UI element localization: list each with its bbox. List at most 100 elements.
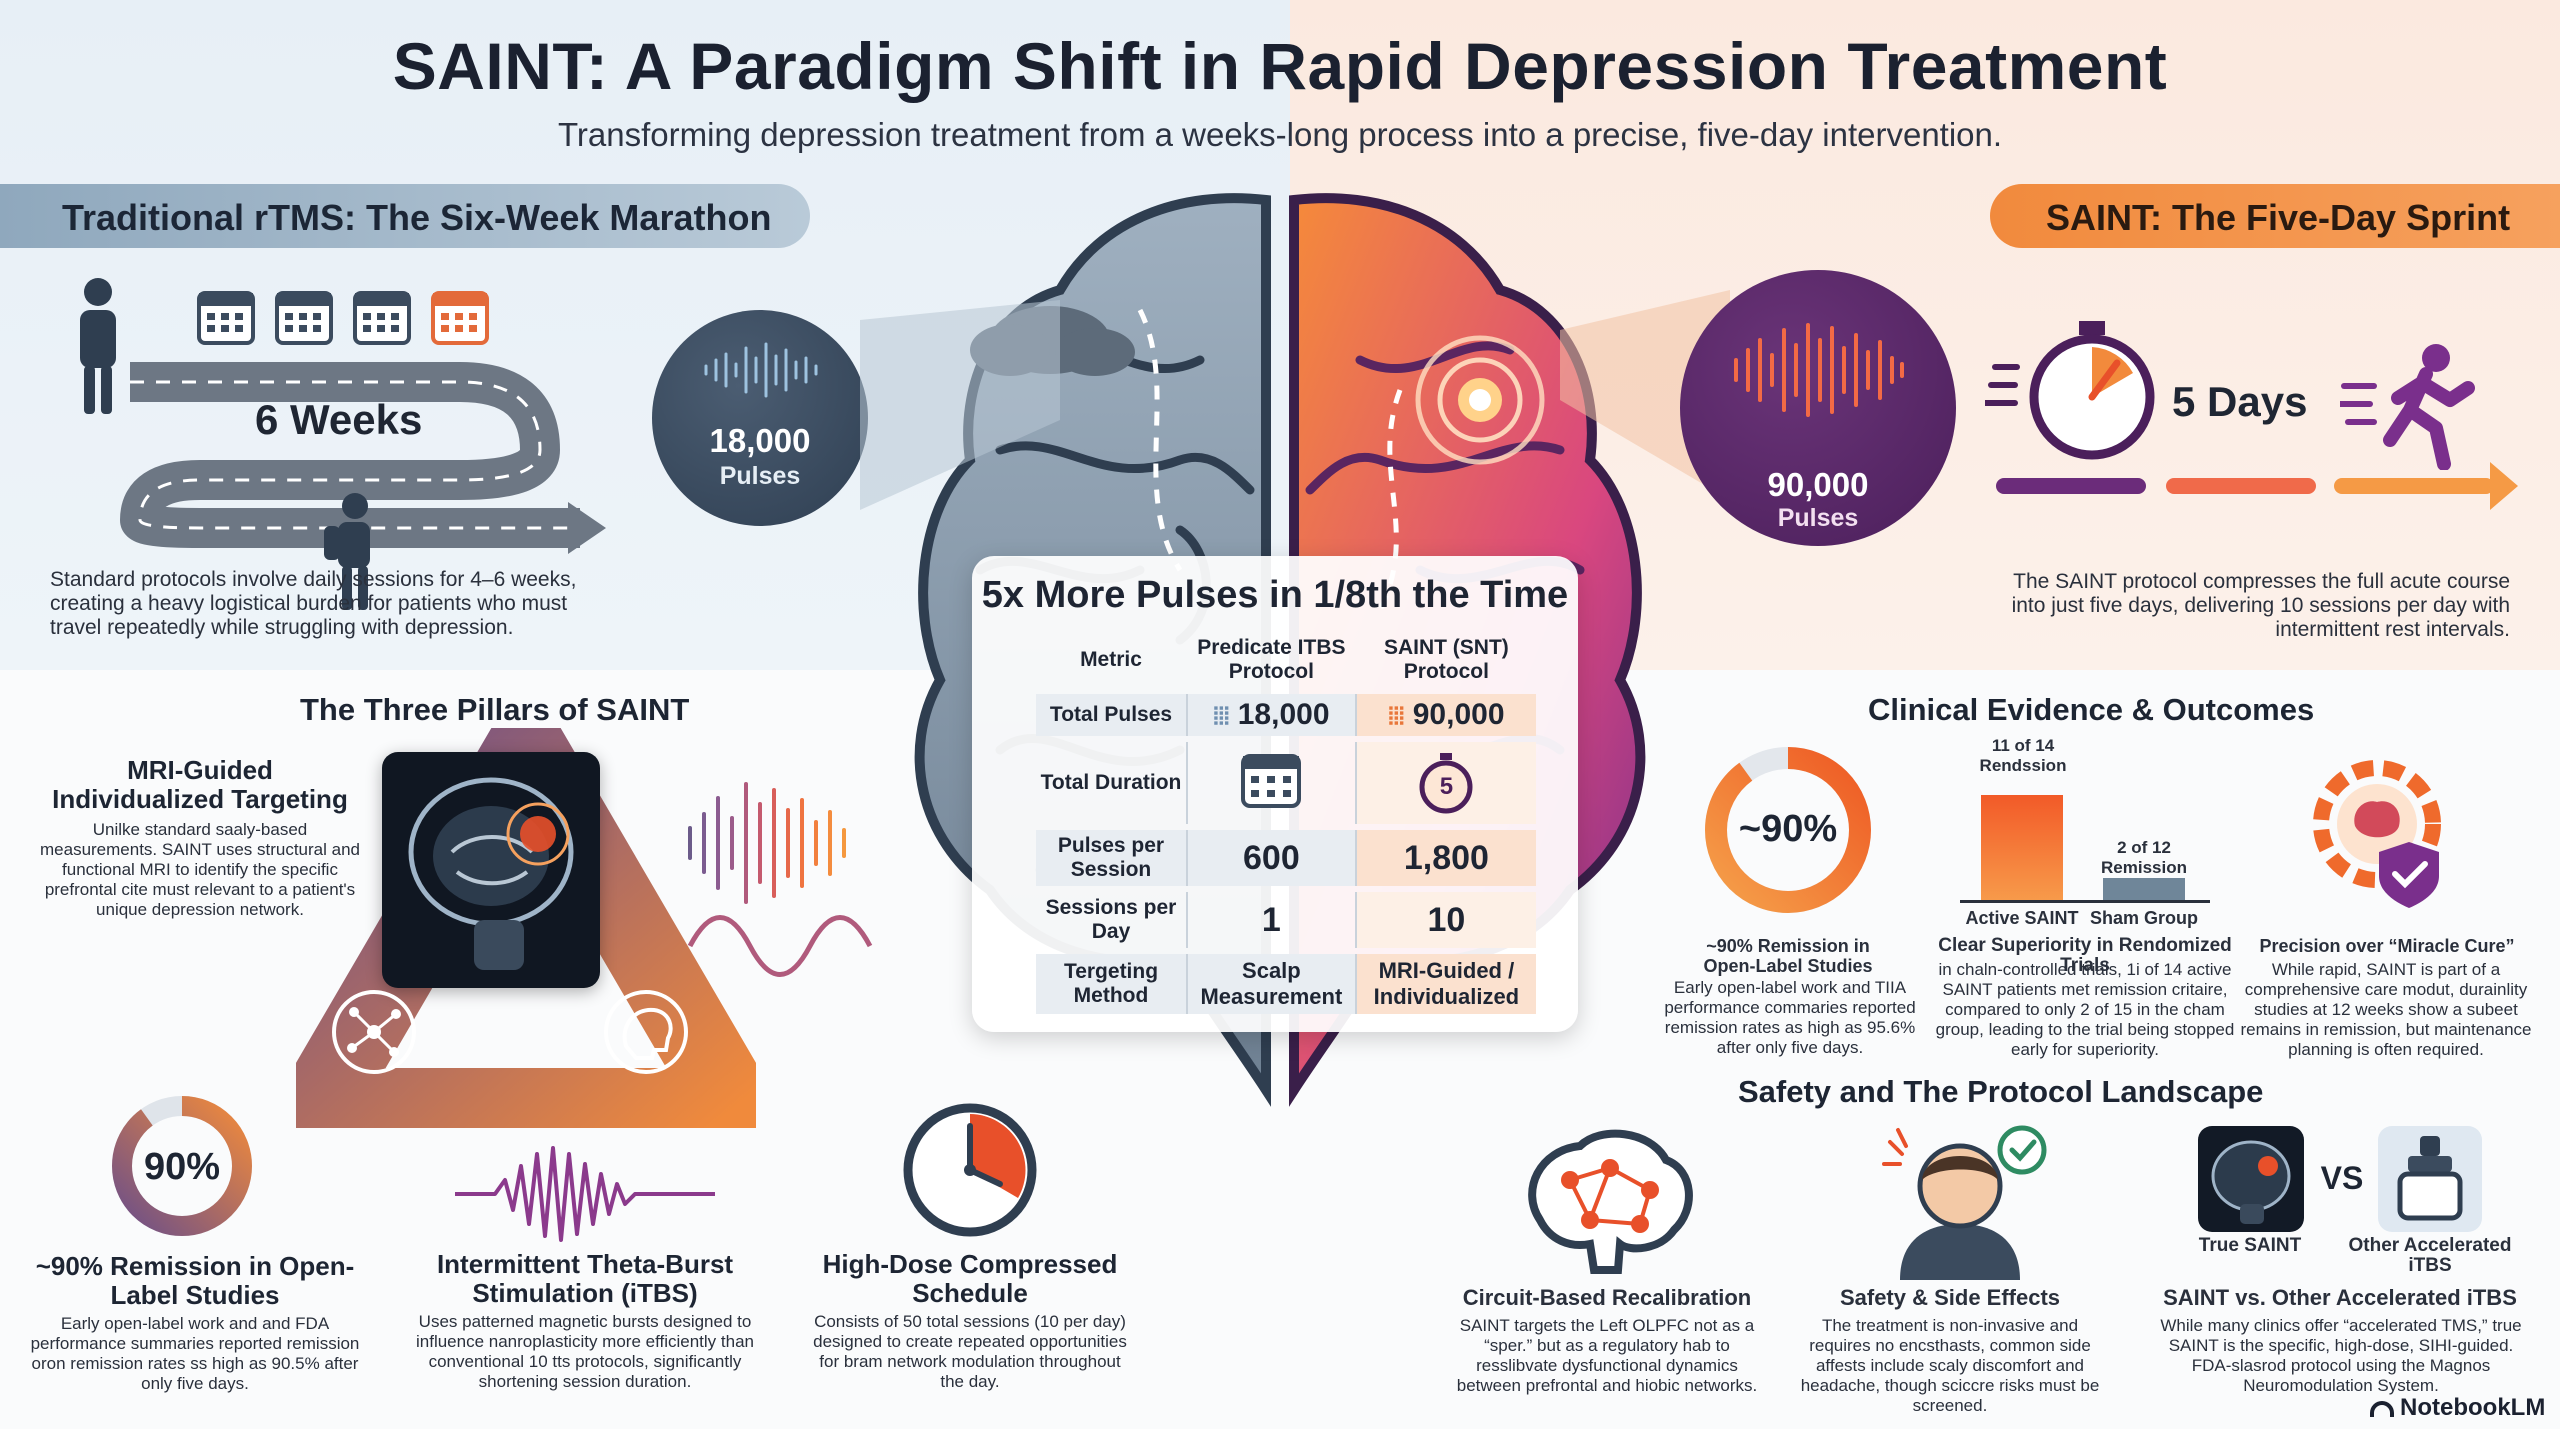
traditional-description: Standard protocols involve daily session… [50, 568, 577, 639]
saint-duration: 5 Days [2172, 378, 2308, 425]
trial-text: in chaln-controlled trials, 1i of 14 act… [1935, 960, 2235, 1059]
saint-pulses-label: Pulses [1777, 504, 1859, 532]
remission-ring-value: 90% [143, 1146, 221, 1188]
trial-sham-label: 2 of 12 Remission [2101, 838, 2187, 877]
evidence-remission-text: Early open-label work and TIIA performan… [1664, 978, 1916, 1057]
brain-mri-icon [408, 777, 574, 970]
calendar-icon [197, 291, 255, 345]
coil-device-icon [2397, 1136, 2463, 1221]
check-icon [1997, 1125, 2047, 1175]
comparison-header-predicate: Predicate ITBS Protocol [1197, 636, 1346, 683]
versus-text: While many clinics offer “accelerated TM… [2160, 1316, 2522, 1395]
predicate-total-pulses: 18,000 [1237, 698, 1330, 731]
circuit-text: SAINT targets the Left OLPFC not as a “s… [1456, 1316, 1758, 1395]
true-saint-image [2198, 1126, 2304, 1232]
row-saint-value: 10 [1356, 892, 1536, 948]
comparison-header-metric: Metric [1080, 648, 1142, 671]
traditional-duration: 6 Weeks [255, 396, 423, 443]
table-row: Total Duration 5 [1036, 742, 1536, 824]
circuit-brain-icon [1528, 1129, 1693, 1274]
table-row: Total Pulses ⦙⦙⦙ 18,000 ⦙⦙⦙ 90,000 [1036, 694, 1536, 736]
burst-icon [455, 1146, 715, 1242]
pillar-schedule-text: Consists of 50 total sessions (10 per da… [813, 1312, 1127, 1391]
row-metric: Sessions per Day [1045, 896, 1177, 943]
row-predicate-value: 600 [1186, 830, 1357, 886]
brain-head-icon [604, 990, 688, 1074]
page-title: SAINT: A Paradigm Shift in Rapid Depress… [392, 29, 2168, 103]
evidence-heading: Clinical Evidence & Outcomes [1868, 692, 2315, 727]
row-predicate-value: 1 [1186, 892, 1357, 948]
saint-total-pulses: 90,000 [1412, 698, 1505, 731]
wave-icon [687, 782, 873, 977]
trial-axis [1960, 900, 2210, 903]
page-subtitle: Transforming depression treatment from a… [557, 116, 2003, 153]
patient-icon [1882, 1125, 2047, 1280]
saint-pulses-value: 90,000 [1767, 466, 1869, 503]
table-row: Tergeting Method Scalp Measurement MRI-G… [1036, 954, 1536, 1014]
pillar-remission-text: Early open-label work and and FDA perfor… [30, 1314, 360, 1393]
runner-icon [2340, 344, 2475, 470]
traditional-heading: Traditional rTMS: The Six-Week Marathon [0, 184, 810, 248]
pillar-mri-text: Unilke standard saaly-based measurements… [40, 820, 360, 919]
evidence-remission-value: ~90% [1738, 808, 1838, 850]
other-itbs-label: Other Accelerated iTBS [2348, 1235, 2512, 1276]
trial-sham-name: Sham Group [2089, 908, 2198, 928]
traditional-pulses-label: Pulses [719, 462, 801, 490]
gear-shield-icon [2313, 760, 2441, 908]
remission-ring [112, 1096, 252, 1236]
clock-icon [903, 1103, 1037, 1237]
trial-active-label: 11 of 14 Rendssion [1979, 736, 2067, 775]
waveform-icon: ⦙⦙⦙ [1388, 703, 1405, 730]
backpacker-icon [324, 493, 370, 610]
row-metric: Tergeting Method [1036, 954, 1186, 1014]
row-predicate-value: Scalp Measurement [1186, 954, 1357, 1014]
pillars-heading: The Three Pillars of SAINT [300, 692, 690, 727]
network-icon [332, 990, 416, 1074]
calendar-icon [275, 291, 333, 345]
circuit-title: Circuit-Based Recalibration [1462, 1285, 1752, 1310]
waveform-icon [1734, 323, 1904, 417]
calendar-icon [1241, 754, 1302, 808]
precision-text: While rapid, SAINT is part of a comprehe… [2240, 960, 2532, 1059]
logo-text: NotebookLM [2400, 1394, 2546, 1421]
comparison-header-row: Metric Predicate ITBS Protocol SAINT (SN… [1036, 632, 1536, 688]
road-graphic [80, 278, 606, 610]
comparison-title: 5x More Pulses in 1/8th the Time [981, 574, 1569, 616]
pillar-remission-title: ~90% Remission in Open-Label Studies [35, 1251, 355, 1310]
logo-icon [2370, 1400, 2394, 1417]
saint-heading: SAINT: The Five-Day Sprint [1990, 184, 2560, 248]
versus-title: SAINT vs. Other Accelerated iTBS [2163, 1285, 2517, 1310]
true-saint-label: True SAINT [2198, 1235, 2302, 1256]
notebooklm-logo: NotebookLM [2370, 1394, 2545, 1422]
target-icon [1415, 335, 1545, 465]
row-saint-value: 5 [1356, 742, 1536, 824]
left-beam [860, 300, 1060, 510]
pillar-itbs-text: Uses patterned magnetic bursts designed … [416, 1312, 754, 1391]
saint-duration-days: 5 [1439, 773, 1454, 800]
row-predicate-value [1186, 742, 1357, 824]
evidence-remission-ring [1705, 747, 1871, 913]
pillar-mri-title: MRI-Guided Individualized Targeting [52, 755, 348, 814]
pillar-itbs-title: Intermittent Theta-Burst Stimulation (iT… [436, 1249, 734, 1308]
row-metric: Total Duration [1040, 771, 1182, 794]
stopwatch-icon [1985, 321, 2155, 460]
table-row: Sessions per Day 1 10 [1036, 892, 1536, 948]
row-metric: Total Pulses [1036, 694, 1186, 736]
calendar-icon [431, 291, 489, 345]
waveform-icon: ⦙⦙⦙ [1213, 703, 1230, 730]
calendar-row [197, 291, 489, 345]
traditional-pulses-circle: 18,000 Pulses [652, 310, 868, 526]
waveform-icon [704, 342, 818, 398]
stopwatch-icon: 5 [1416, 751, 1476, 815]
comparison-table: Metric Predicate ITBS Protocol SAINT (SN… [1036, 626, 1536, 1020]
row-saint-value: ⦙⦙⦙ 90,000 [1356, 694, 1536, 736]
row-saint-value: 1,800 [1356, 830, 1536, 886]
side-effects-title: Safety & Side Effects [1839, 1285, 2061, 1310]
evidence-remission-title: ~90% Remission in Open-Label Studies [1703, 936, 1873, 976]
calendar-icon [353, 291, 411, 345]
brain-mri-icon [2211, 1140, 2291, 1224]
trial-active-name: Active SAINT [1965, 908, 2079, 928]
traditional-pulses-value: 18,000 [709, 422, 811, 459]
saint-description: The SAINT protocol compresses the full a… [2011, 570, 2510, 641]
row-predicate-value: ⦙⦙⦙ 18,000 [1186, 694, 1357, 736]
